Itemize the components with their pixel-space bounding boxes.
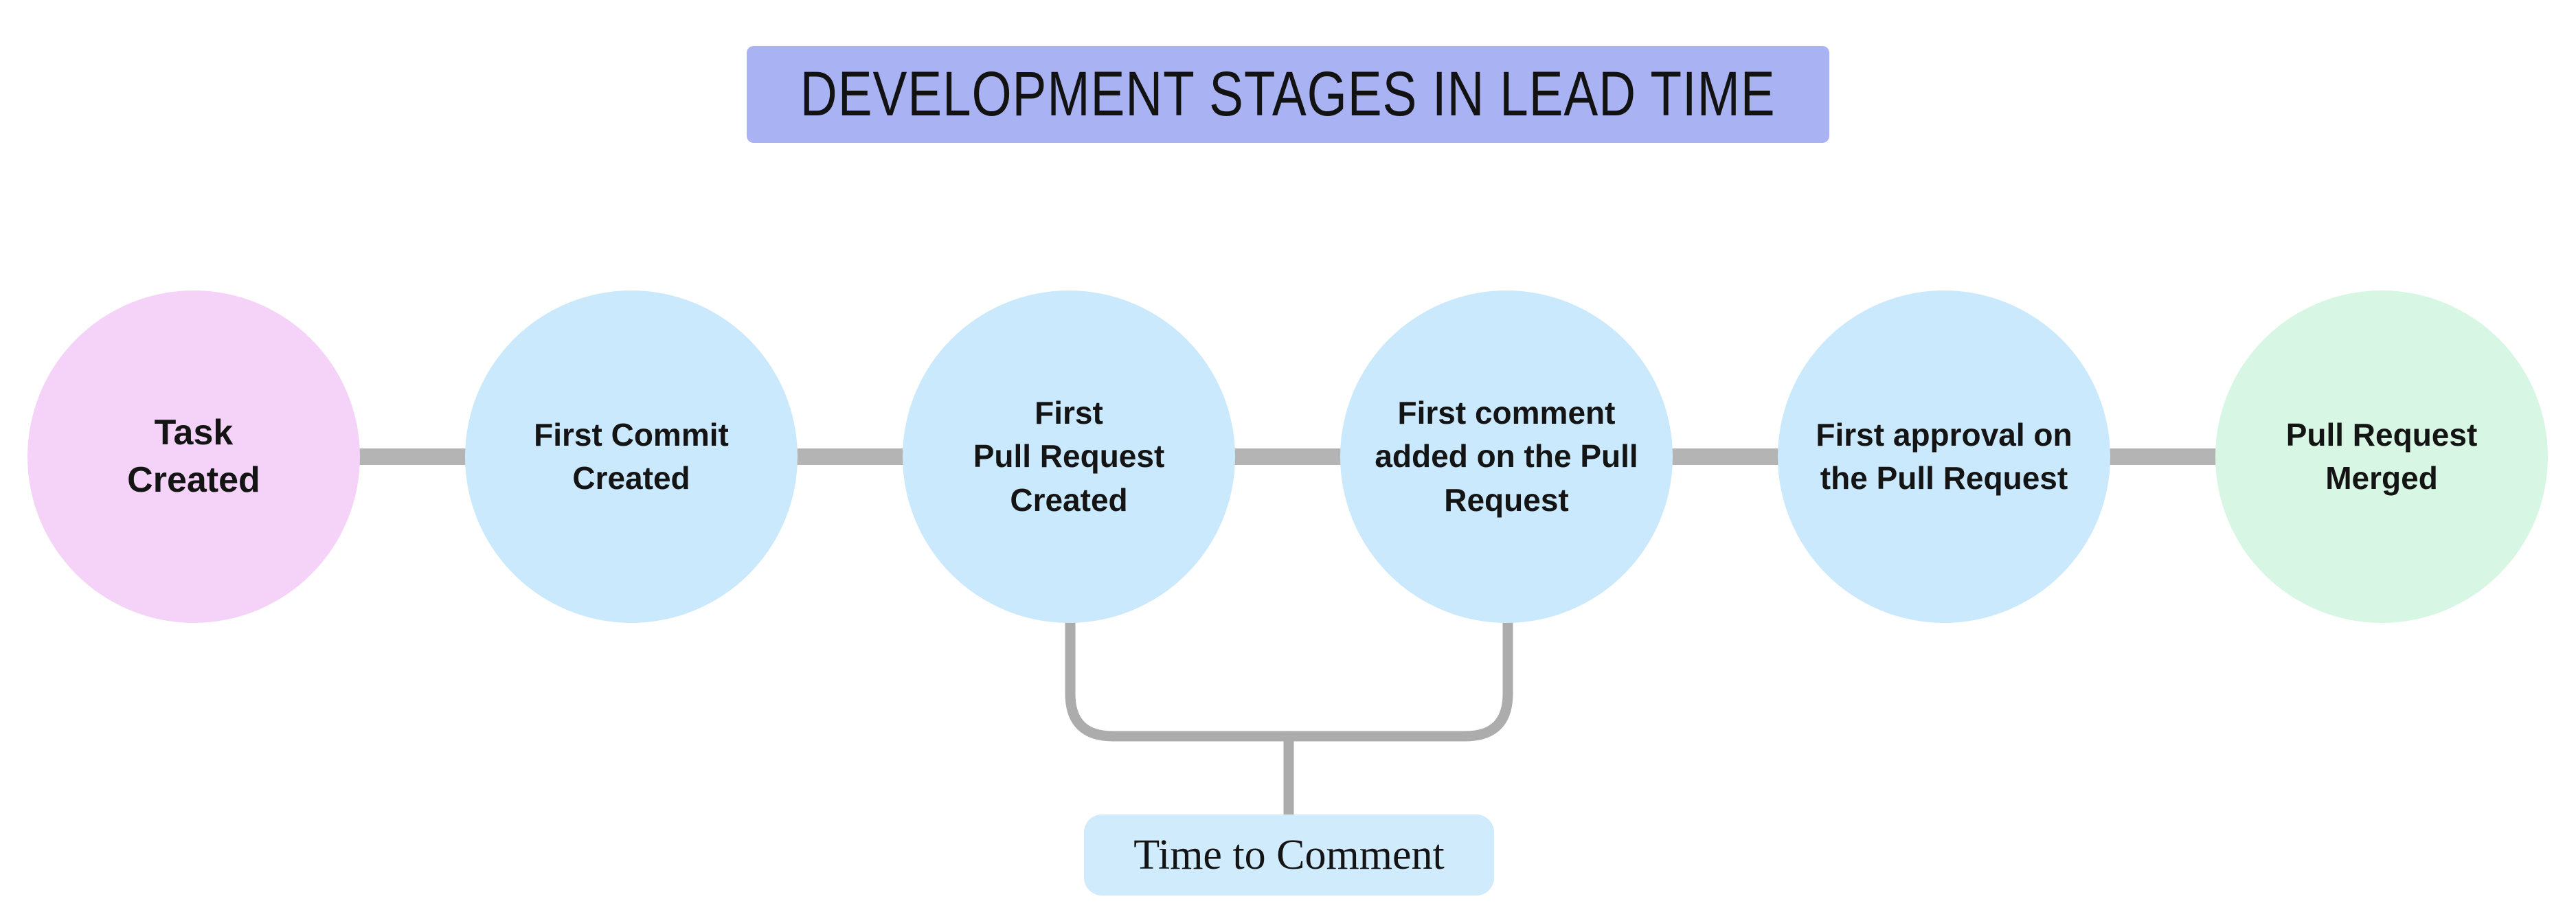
stage-node-pull-request-merged: Pull Request Merged (2215, 290, 2548, 623)
bracket-u-path (1065, 606, 1513, 742)
stage-label-line: First Commit (534, 416, 729, 453)
time-to-comment-label: Time to Comment (1084, 814, 1494, 896)
stage-label-line: Task (154, 413, 234, 453)
time-to-comment-text: Time to Comment (1133, 831, 1445, 878)
stage-label-line: Created (1010, 481, 1128, 518)
stage-node-first-commit-created: First Commit Created (465, 290, 798, 623)
stage-label-line: added on the Pull (1375, 438, 1638, 475)
stage-label-line: Request (1444, 481, 1569, 518)
stage-label-line: Merged (2325, 460, 2438, 496)
stage-label-line: First (1035, 394, 1103, 431)
stage-node-first-comment-added: First comment added on the Pull Request (1340, 290, 1673, 623)
stage-label-line: Pull Request (2285, 416, 2478, 453)
diagram-title-banner: DEVELOPMENT STAGES IN LEAD TIME (747, 46, 1829, 143)
stage-node-task-created: Task Created (27, 290, 360, 623)
stage-label-line: Created (127, 460, 260, 500)
diagram-title: DEVELOPMENT STAGES IN LEAD TIME (800, 58, 1776, 130)
stage-label-line: First approval on (1816, 416, 2072, 453)
stage-label-line: Created (572, 460, 690, 496)
stage-label-line: the Pull Request (1820, 460, 2068, 496)
stage-label-line: First comment (1397, 394, 1616, 431)
stage-label-line: Pull Request (973, 438, 1165, 475)
stage-node-first-approval: First approval on the Pull Request (1778, 290, 2110, 623)
stage-node-first-pull-request-created: First Pull Request Created (903, 290, 1235, 623)
